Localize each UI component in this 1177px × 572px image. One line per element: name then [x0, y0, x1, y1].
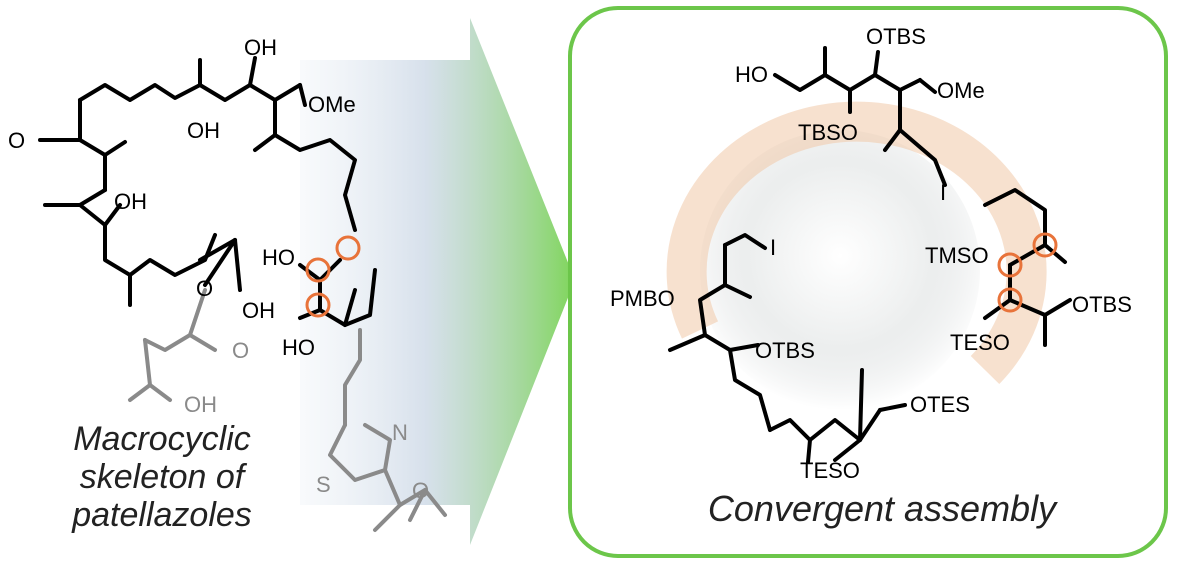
- caption-right: Convergent assembly: [707, 488, 1057, 529]
- label-oh-grey: OH: [184, 392, 217, 417]
- label-ketone-o: O: [8, 128, 25, 153]
- label-ome-right: OMe: [937, 78, 985, 103]
- label-epoxide-o: O: [412, 478, 429, 503]
- label-thiazole-n: N: [392, 420, 408, 445]
- label-oh-top: OH: [244, 35, 277, 60]
- label-ho-right: HO: [735, 62, 768, 87]
- label-tbso: TBSO: [798, 120, 858, 145]
- sphere-image: [700, 130, 980, 410]
- label-pmbo: PMBO: [610, 286, 675, 311]
- label-oh-right: OH: [242, 298, 275, 323]
- caption-left-line3: patellazoles: [72, 496, 252, 534]
- label-oh-left: OH: [114, 189, 147, 214]
- label-tmso: TMSO: [925, 243, 989, 268]
- caption-left-line1: Macrocyclic: [73, 420, 251, 458]
- label-ome-left: OMe: [308, 92, 356, 117]
- patellazole-structure: OH OMe OH O OH HO OH HO O O OH N S O: [8, 35, 447, 532]
- label-ester-o2: O: [232, 338, 249, 363]
- swirl-arrow: [666, 101, 1047, 384]
- label-otbs-top: OTBS: [866, 24, 926, 49]
- fragments-structure: HO OTBS OMe TBSO I I PMBO TMSO OTBS OTBS…: [610, 24, 1132, 483]
- caption-left: Macrocyclic skeleton of patellazoles: [42, 420, 282, 534]
- caption-left-line2: skeleton of: [79, 458, 245, 496]
- label-iodo-1: I: [940, 180, 946, 205]
- label-teso-1: TESO: [950, 330, 1010, 355]
- label-otes: OTES: [910, 392, 970, 417]
- label-teso-2: TESO: [800, 458, 860, 483]
- label-oh-mid: OH: [187, 118, 220, 143]
- label-iodo-2: I: [770, 235, 776, 260]
- label-ester-o1: O: [196, 276, 213, 301]
- label-thiazole-s: S: [316, 472, 331, 497]
- label-ho-2: HO: [282, 335, 315, 360]
- label-otbs-mid: OTBS: [755, 338, 815, 363]
- label-otbs-right: OTBS: [1072, 292, 1132, 317]
- label-ho-1: HO: [262, 245, 295, 270]
- process-arrow: [300, 18, 575, 545]
